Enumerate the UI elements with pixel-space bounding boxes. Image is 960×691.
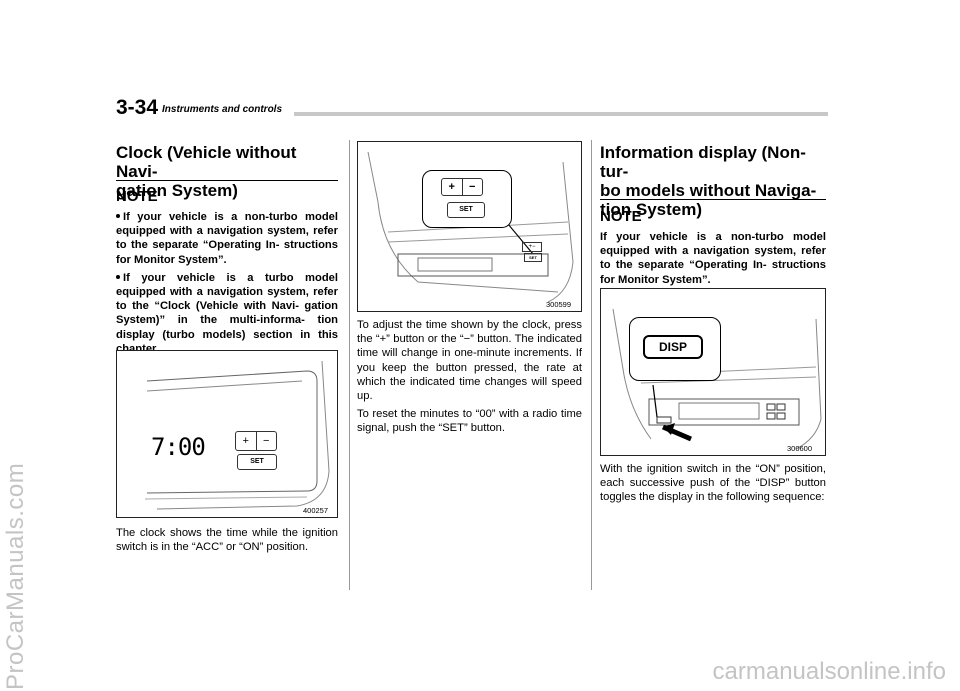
info-display-heading-line3: tion System)	[600, 200, 703, 219]
page-number: 3-34	[116, 96, 159, 119]
clock-plus-minus-buttons: + −	[235, 431, 277, 451]
clock-note-bullet-2-text: If your vehicle is a turbo model equippe…	[116, 271, 338, 355]
column-divider-2	[591, 140, 592, 590]
info-display-note-text: If your vehicle is a non-turbo model equ…	[600, 231, 826, 286]
callout-plus-minus-buttons: + −	[441, 178, 483, 196]
figure-number-300600: 300600	[787, 444, 813, 453]
clock-minus-button: −	[263, 435, 270, 447]
clock-figure: 7:00 + − SET 400257	[116, 350, 338, 518]
section-title: Instruments and controls	[162, 104, 283, 115]
clock-note-bullet-2: If your vehicle is a turbo model equippe…	[116, 271, 338, 356]
column-divider-1	[349, 140, 350, 590]
clock-display-readout: 7:00	[151, 433, 206, 461]
info-display-heading-line2: bo models without Naviga-	[600, 181, 817, 200]
bullet-icon	[116, 274, 120, 279]
clock-heading: Clock (Vehicle without Navi- gation Syst…	[116, 143, 342, 200]
clock-note-label: NOTE	[116, 188, 158, 205]
clock-note-bullet-1: If your vehicle is a non-turbo model equ…	[116, 210, 338, 267]
clock-heading-rule	[116, 180, 338, 181]
clock-adjust-figure: + − SET +− SET 300599	[357, 141, 582, 312]
disp-button: DISP	[643, 335, 703, 359]
clock-set-button: SET	[237, 454, 277, 470]
info-display-heading-rule	[600, 199, 826, 200]
callout-set-button: SET	[447, 202, 485, 218]
info-display-heading-line1: Information display (Non-tur-	[600, 143, 806, 181]
clock-note-bullet-1-text: If your vehicle is a non-turbo model equ…	[116, 211, 338, 266]
clock-body-text: The clock shows the time while the ignit…	[116, 527, 338, 554]
clock-adjust-text: To adjust the time shown by the clock, p…	[357, 318, 582, 440]
disp-figure: DISP 300600	[600, 288, 826, 456]
callout-plus-button: +	[442, 179, 463, 195]
figure-number-400257: 400257	[303, 506, 329, 515]
clock-adjust-paragraph-2: To reset the minutes to “00” with a radi…	[357, 408, 582, 435]
callout-minus-button: −	[469, 181, 476, 193]
clock-heading-line2: gation System)	[116, 181, 238, 200]
small-set-button: SET	[524, 253, 542, 262]
header-rule	[294, 112, 828, 116]
watermark-procarmanuals: ProCarManuals.com	[2, 462, 29, 690]
disp-body-text: With the ignition switch in the “ON” pos…	[600, 463, 826, 504]
bullet-icon	[116, 214, 120, 219]
clock-plus-button: +	[236, 432, 257, 450]
clock-panel-illustration	[144, 360, 330, 510]
clock-heading-line1: Clock (Vehicle without Navi-	[116, 143, 297, 181]
small-plus-minus-button: +−	[522, 242, 542, 252]
figure-number-300599: 300599	[546, 300, 572, 309]
watermark-carmanualsonline: carmanualsonline.info	[712, 658, 946, 685]
info-display-heading: Information display (Non-tur- bo models …	[600, 143, 830, 219]
clock-adjust-paragraph-1: To adjust the time shown by the clock, p…	[357, 319, 582, 403]
info-display-note-label: NOTE	[600, 208, 642, 225]
clock-note-body: If your vehicle is a non-turbo model equ…	[116, 210, 338, 360]
